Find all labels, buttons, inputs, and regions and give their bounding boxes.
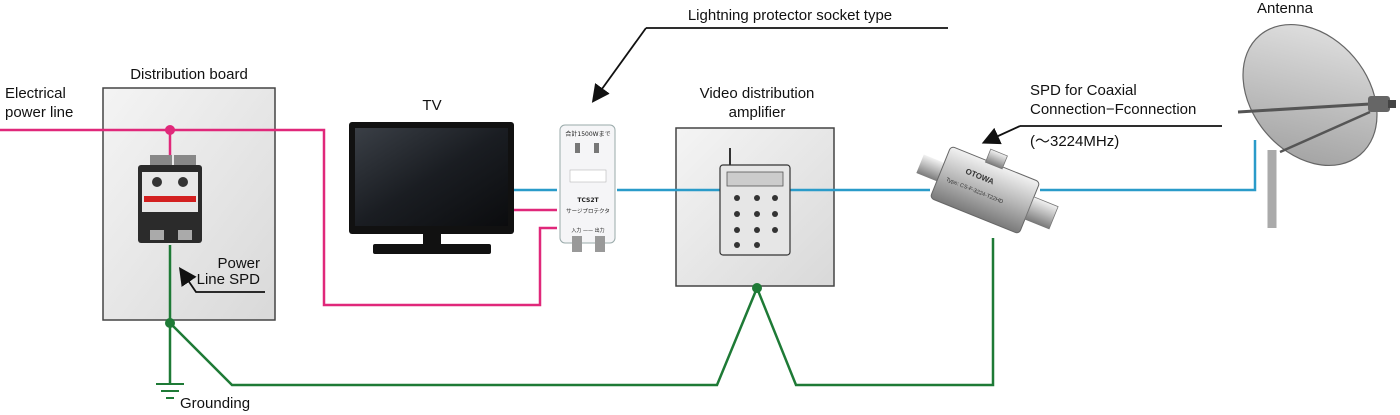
coax-line — [514, 140, 1257, 192]
antenna-icon — [1237, 23, 1396, 228]
socket-model-text: TCS2T — [577, 197, 599, 204]
video-amp-label: Video distribution amplifier — [700, 85, 815, 121]
power-junction-dot — [165, 125, 175, 135]
video-amp-label-line1: Video distribution — [700, 85, 815, 102]
coaxial-spd-device: OTOWA Type: CS-F-3224-T22HD — [916, 146, 1059, 234]
power-line-spd-device — [138, 155, 202, 243]
spd-coax-label: SPD for Coaxial Connection−Fconnection — [1030, 82, 1196, 118]
socket-rating-text: 合計1500Wまで — [565, 130, 610, 138]
electrical-power-line-label-line2: power line — [5, 104, 73, 121]
power-line-spd-label: Power Line SPD — [197, 255, 261, 288]
tv-icon — [349, 122, 514, 254]
ground-symbol-icon — [156, 383, 184, 399]
power-line-spd-label-line2: Line SPD — [197, 271, 261, 288]
tv-label: TV — [422, 97, 441, 114]
video-amp-label-line2: amplifier — [729, 104, 786, 121]
video-amp-device — [719, 148, 791, 256]
coax-spd-callout-arrow — [981, 125, 1222, 145]
electrical-power-line-label-line1: Electrical — [5, 85, 66, 102]
lightning-protector-socket-device: 合計1500Wまで TCS2T サージプロテクタ 入力 —— 出力 — [559, 124, 616, 252]
ground-line — [168, 238, 995, 387]
amp-ground-junction-dot — [752, 283, 762, 293]
socket-name-text: サージプロテクタ — [566, 207, 610, 215]
socket-type-label: Lightning protector socket type — [688, 7, 892, 24]
distribution-board-label: Distribution board — [130, 66, 248, 83]
spd-coax-label-line2: Connection−Fconnection — [1030, 101, 1196, 118]
power-spd-callout-arrow — [178, 267, 265, 293]
electrical-power-line-label: Electrical power line — [5, 85, 73, 121]
spd-coax-label-line1: SPD for Coaxial — [1030, 82, 1137, 99]
power-line-spd-label-line1: Power — [217, 255, 260, 272]
spd-freq-label: (～3224MHz) — [1030, 133, 1119, 150]
socket-io-text: 入力 —— 出力 — [571, 227, 604, 234]
socket-callout-arrow — [591, 27, 948, 103]
ground-junction-dot — [165, 318, 175, 328]
antenna-label: Antenna — [1257, 0, 1314, 17]
grounding-label: Grounding — [180, 395, 250, 412]
